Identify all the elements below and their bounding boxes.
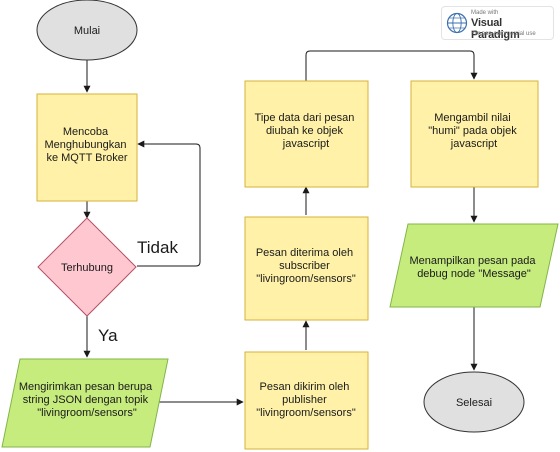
node-mencoba-label: Mencoba Menghubungkan ke MQTT Broker	[44, 126, 129, 164]
node-mulai-label: Mulai	[74, 25, 100, 37]
watermark-line3: For non-commercial use	[471, 31, 536, 37]
node-diterima	[244, 216, 369, 321]
node-dikirim	[244, 351, 369, 450]
node-selesai-label: Selesai	[456, 397, 492, 409]
edge-tipe-mengambil	[305, 50, 478, 81]
node-tipe-label: Tipe data dari pesan diubah ke objek jav…	[255, 112, 358, 150]
node-menampilkan-label: Menampilkan pesan pada debug node "Messa…	[409, 255, 538, 280]
node-diterima-label: Pesan diterima oleh subscriber "livingro…	[256, 247, 356, 285]
node-menampilkan	[389, 223, 559, 308]
edge-label-ya: Ya	[98, 326, 118, 345]
node-dikirim-label: Pesan dikirim oleh publisher "livingroom…	[256, 381, 356, 419]
node-selesai	[423, 371, 525, 433]
node-tipe	[244, 80, 369, 188]
node-mencoba	[36, 93, 138, 202]
node-mengirimkan	[1, 358, 169, 448]
visual-paradigm-watermark: Made with Visual Paradigm For non-commer…	[441, 6, 554, 41]
globe-icon	[446, 12, 468, 34]
edge-label-tidak: Tidak	[137, 238, 178, 257]
edge-tidak-loop	[137, 140, 201, 267]
node-mulai	[36, 0, 138, 61]
node-terhubung	[37, 217, 137, 317]
node-terhubung-label: Terhubung	[61, 262, 113, 274]
node-mengambil-label: Mengambil nilai "humi" pada objek javasc…	[428, 112, 520, 150]
node-mengirimkan-label: Mengirimkan pesan berupa string JSON den…	[19, 381, 155, 419]
watermark-line1: Made with	[471, 10, 499, 16]
watermark-line2: Visual Paradigm	[471, 17, 520, 41]
node-mengambil	[410, 80, 539, 188]
